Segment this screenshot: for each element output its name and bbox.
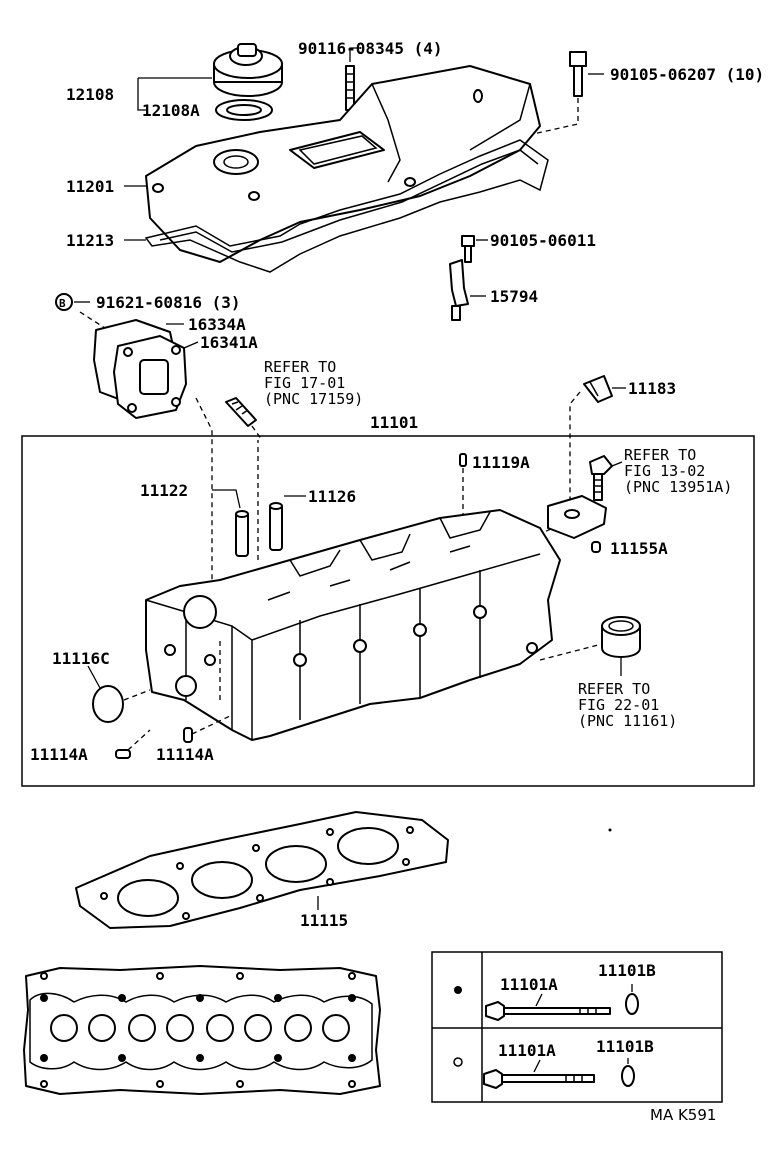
label-91621-60816: 91621-60816 (3): [96, 293, 241, 312]
bolt-90105-06207[interactable]: [569, 51, 587, 97]
pin-11114A-left[interactable]: [115, 749, 131, 759]
bolt-fig-13-02[interactable]: [589, 455, 613, 501]
ref3-line2: FIG 22-01: [578, 696, 659, 714]
oil-filler-cap[interactable]: [213, 43, 283, 97]
label-15794: 15794: [490, 287, 538, 306]
ref3-line3: (PNC 11161): [578, 712, 677, 730]
label-11155A: 11155A: [610, 539, 668, 558]
label-11122: 11122: [140, 481, 188, 500]
stud-90116[interactable]: [345, 65, 355, 111]
oil-filler-cap-gasket[interactable]: [215, 99, 273, 121]
head-bolt-short[interactable]: [483, 1069, 595, 1089]
cylinder-head-gasket[interactable]: [75, 811, 449, 929]
ref1-line1: REFER TO: [264, 358, 336, 376]
ref1-line2: FIG 17-01: [264, 374, 345, 392]
pin-11155A[interactable]: [591, 541, 601, 553]
label-90105-06207: 90105-06207 (10): [610, 65, 764, 84]
camshaft-cap-11183[interactable]: [583, 375, 613, 403]
label-12108A: 12108A: [142, 101, 200, 120]
stud-fig-17-01[interactable]: [225, 397, 257, 427]
bearing-cap[interactable]: [547, 495, 607, 539]
diagram-code: MA K591: [650, 1106, 716, 1124]
label-11101A-row1: 11101A: [500, 975, 558, 994]
label-11114A-left: 11114A: [30, 745, 88, 764]
ref2-line3: (PNC 13951A): [624, 478, 732, 496]
valve-guide-11122[interactable]: [235, 510, 249, 557]
plug-11116C[interactable]: [92, 685, 124, 723]
pin-11119A[interactable]: [459, 453, 467, 467]
label-11101B-row2: 11101B: [596, 1037, 654, 1056]
plate-16341A[interactable]: [113, 335, 187, 419]
label-11119A: 11119A: [472, 453, 530, 472]
table-marker-open: [453, 1057, 463, 1067]
camshaft-plug-fig-22-01[interactable]: [601, 616, 641, 658]
marker-b-label: B: [59, 297, 66, 310]
valve-guide-11126[interactable]: [269, 502, 283, 551]
label-16334A: 16334A: [188, 315, 246, 334]
head-bolt-long[interactable]: [485, 1001, 611, 1021]
label-11101A-row2: 11101A: [498, 1041, 556, 1060]
bracket-15794[interactable]: [449, 259, 469, 321]
pin-11114A-right[interactable]: [183, 727, 193, 743]
label-11116C: 11116C: [52, 649, 110, 668]
cylinder-head-block[interactable]: [145, 509, 561, 741]
bolt-tightening-pattern-view: [23, 965, 381, 1095]
table-marker-filled: [454, 986, 462, 994]
label-11101: 11101: [370, 413, 418, 432]
label-11101B-row1: 11101B: [598, 961, 656, 980]
label-12108: 12108: [66, 85, 114, 104]
bolt-table: [431, 951, 723, 1103]
label-90116-08345: 90116-08345 (4): [298, 39, 443, 58]
ref2-line2: FIG 13-02: [624, 462, 705, 480]
stray-mark: [608, 828, 612, 832]
label-11114A-right: 11114A: [156, 745, 214, 764]
label-11183: 11183: [628, 379, 676, 398]
marker-circle-b: [55, 293, 73, 311]
ref1-line3: (PNC 17159): [264, 390, 363, 408]
cylinder-head-assembly-frame: [21, 435, 755, 787]
bolt-90105-06011[interactable]: [461, 235, 475, 263]
label-11213: 11213: [66, 231, 114, 250]
label-11115: 11115: [300, 911, 348, 930]
label-90105-06011: 90105-06011: [490, 231, 596, 250]
label-11201: 11201: [66, 177, 114, 196]
ref2-line1: REFER TO: [624, 446, 696, 464]
head-cover-gasket[interactable]: [144, 139, 549, 273]
cylinder-head-cover[interactable]: [145, 65, 541, 263]
label-11126: 11126: [308, 487, 356, 506]
label-16341A: 16341A: [200, 333, 258, 352]
washer-row1[interactable]: [625, 993, 639, 1015]
washer-row2[interactable]: [621, 1065, 635, 1087]
ref3-line1: REFER TO: [578, 680, 650, 698]
